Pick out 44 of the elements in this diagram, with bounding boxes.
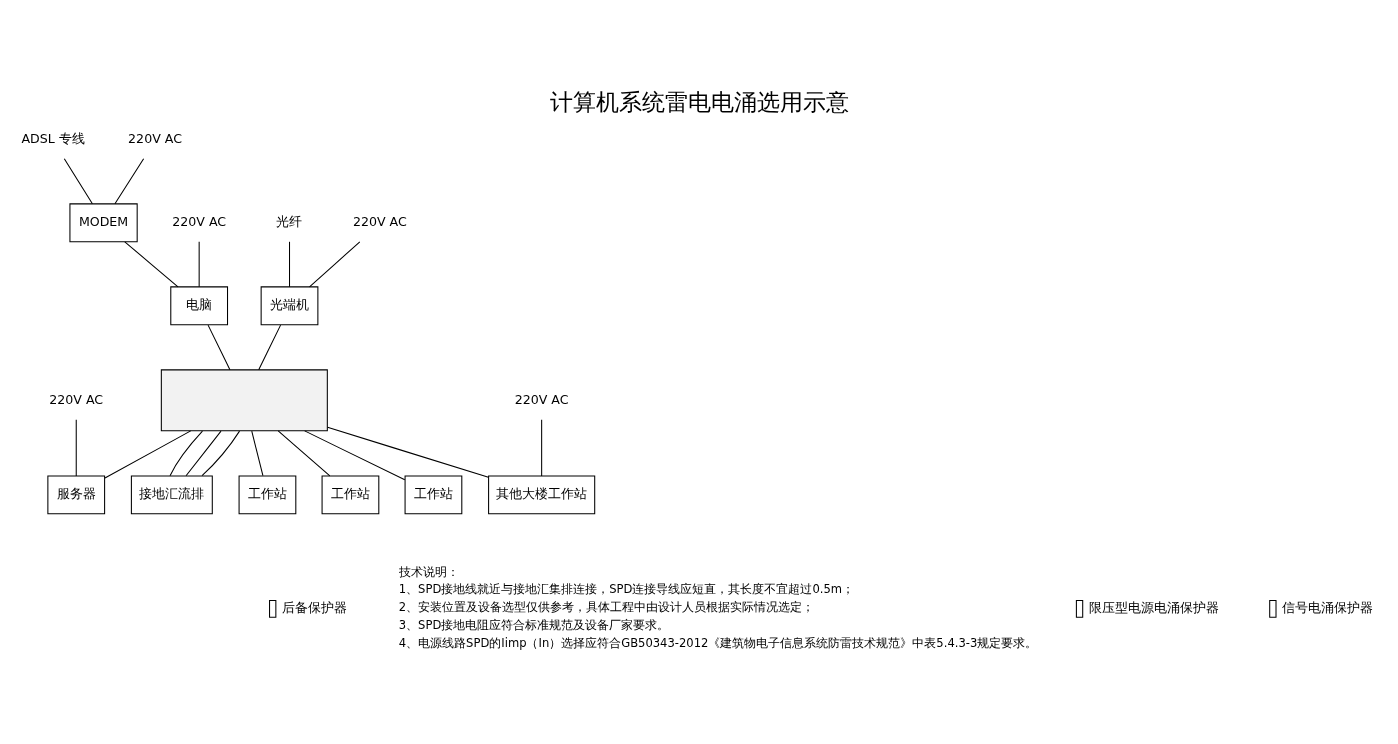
node-text: ADSL 专线 — [20, 130, 85, 146]
label: 3、SPD接地电阻应符合标准规范及设备厂家要求。 — [398, 617, 669, 632]
connector — [250, 430, 263, 476]
connector — [308, 240, 360, 287]
node-box: 接地汇流排 — [130, 474, 213, 514]
connector — [185, 430, 222, 476]
connector — [123, 240, 179, 287]
node-box: 工作站 — [238, 474, 296, 514]
node-box: 电脑 — [169, 285, 228, 325]
label: 1、SPD接地线就近与接地汇集排连接，SPD连接导线应短直，其长度不宜超过0.5m； — [398, 581, 854, 596]
connector — [277, 429, 330, 476]
node-text: 光纤 — [276, 213, 303, 229]
connector — [113, 157, 144, 204]
node-box: 工作站 — [321, 474, 379, 514]
diagram-title: 计算机系统雷电电涌选用示意 — [549, 88, 849, 115]
node-box: 服务器 — [46, 474, 105, 514]
connector — [201, 430, 240, 476]
connector — [326, 426, 489, 478]
connector — [169, 430, 203, 476]
connector — [103, 429, 191, 479]
connector — [75, 418, 77, 476]
node-box: 光端机 — [260, 285, 318, 325]
node-text: 220V AC — [514, 391, 569, 407]
connector — [198, 240, 200, 287]
legend-label: 限压型电源电涌保护器 — [1088, 599, 1219, 615]
label: 2、安装位置及设备选型仅供参考，具体工程中由设计人员根据实际情况选定； — [398, 599, 814, 614]
connector — [63, 157, 93, 204]
connector — [257, 324, 281, 370]
node-box — [160, 368, 328, 431]
node-text: 220V AC — [127, 130, 182, 146]
label: 技术说明： — [398, 564, 459, 579]
connector — [540, 418, 542, 476]
node-text: 220V AC — [171, 213, 226, 229]
node-text: 220V AC — [48, 391, 103, 407]
node-text: 220V AC — [352, 213, 407, 229]
node-box: 工作站 — [404, 474, 462, 514]
legend-label: 后备保护器 — [281, 599, 347, 615]
connector — [303, 429, 405, 480]
node-box: MODEM — [68, 202, 138, 242]
legend-label: 信号电涌保护器 — [1281, 599, 1373, 615]
connector — [207, 324, 230, 370]
connector — [288, 240, 290, 287]
label: 4、电源线路SPD的Iimp（In）选择应符合GB50343-2012《建筑物电子信息系统防雷技术规范》中表5.4.3-3规定要求。 — [398, 635, 1037, 650]
node-box: 其他大楼工作站 — [487, 474, 595, 514]
